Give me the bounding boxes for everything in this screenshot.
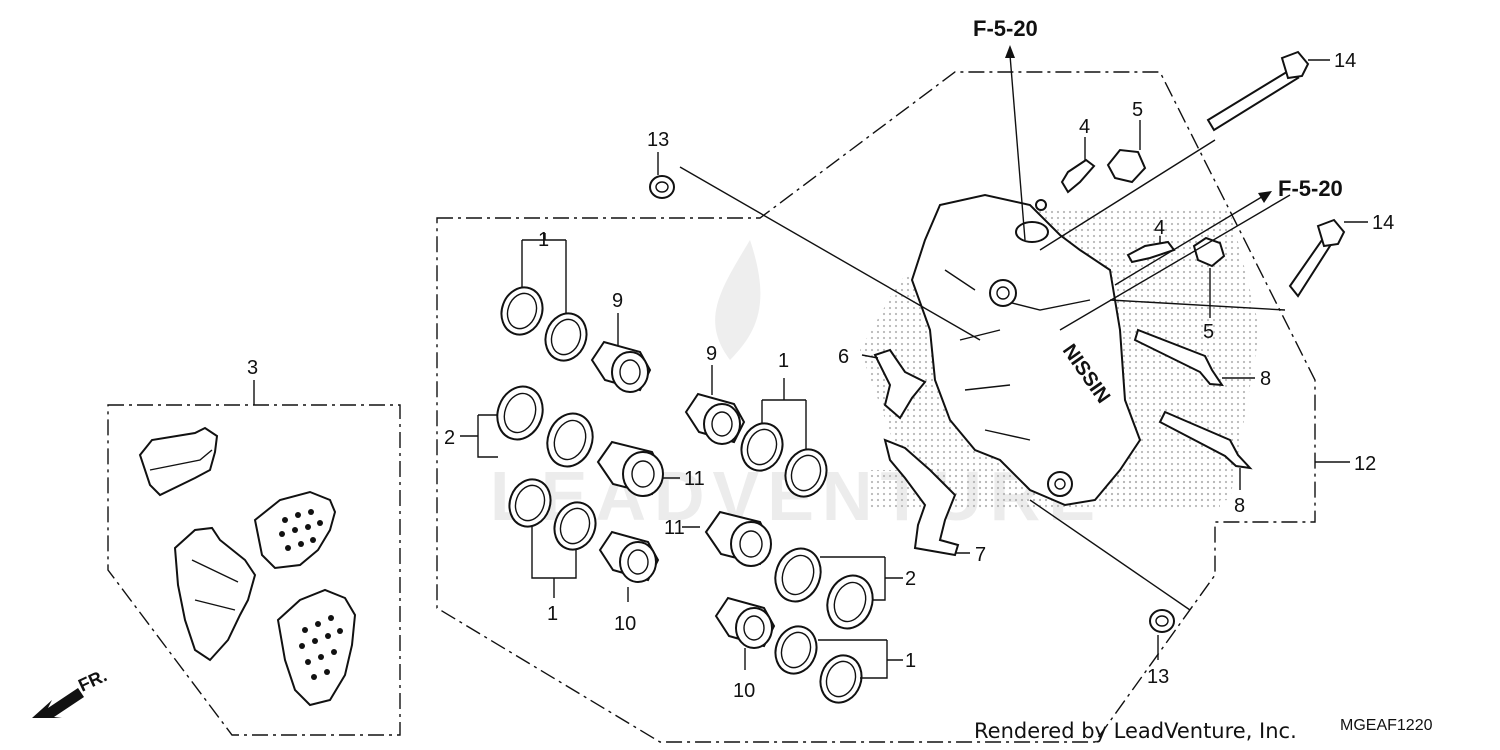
caliper-body: NISSIN <box>910 193 1142 507</box>
label-13-top: 13 <box>647 129 669 151</box>
label-8-upper: 8 <box>1260 368 1271 390</box>
label-3: 3 <box>247 357 258 379</box>
ref-label-right: F-5-20 <box>1278 176 1343 201</box>
brake-pad-set <box>138 426 357 707</box>
fr-label: FR. <box>75 665 110 695</box>
label-9-center: 9 <box>706 343 717 365</box>
credit-text: Rendered by LeadVenture, Inc. <box>974 719 1297 743</box>
label-2-left: 2 <box>444 427 455 449</box>
pad-springs <box>873 348 960 557</box>
label-13-bottom: 13 <box>1147 666 1169 688</box>
pistons <box>590 340 776 649</box>
label-2-right: 2 <box>905 568 916 590</box>
label-14-right: 14 <box>1372 212 1394 234</box>
label-4-right: 4 <box>1154 217 1165 239</box>
label-5-top: 5 <box>1132 99 1143 121</box>
label-1-bottom-right: 1 <box>905 650 916 672</box>
label-1-center: 1 <box>778 350 789 372</box>
part-labels: 1 2 1 9 9 1 11 11 10 10 2 1 3 13 13 4 5 … <box>247 50 1394 702</box>
label-5-right: 5 <box>1203 321 1214 343</box>
label-8-lower: 8 <box>1234 495 1245 517</box>
hardware <box>649 50 1346 633</box>
label-12: 12 <box>1354 453 1376 475</box>
leader-lines <box>253 45 1368 679</box>
label-6: 6 <box>838 346 849 368</box>
label-10-bottom: 10 <box>733 680 755 702</box>
diagram-code: MGEAF1220 <box>1340 717 1433 734</box>
pad-set-boundary <box>107 404 401 736</box>
label-11-right: 11 <box>684 468 705 490</box>
label-9-left: 9 <box>612 290 623 312</box>
label-4-top: 4 <box>1079 116 1090 138</box>
piston-group-boundary <box>436 71 1316 743</box>
ref-label-top: F-5-20 <box>973 16 1038 41</box>
label-1-top: 1 <box>538 229 549 251</box>
label-1-bottom-left: 1 <box>547 603 558 625</box>
front-direction-arrow: FR. <box>32 665 110 718</box>
label-7: 7 <box>975 544 986 566</box>
label-11-left: 11 <box>664 517 685 539</box>
label-10-left: 10 <box>614 613 636 635</box>
piston-seals <box>496 286 874 704</box>
label-14-top: 14 <box>1334 50 1356 72</box>
